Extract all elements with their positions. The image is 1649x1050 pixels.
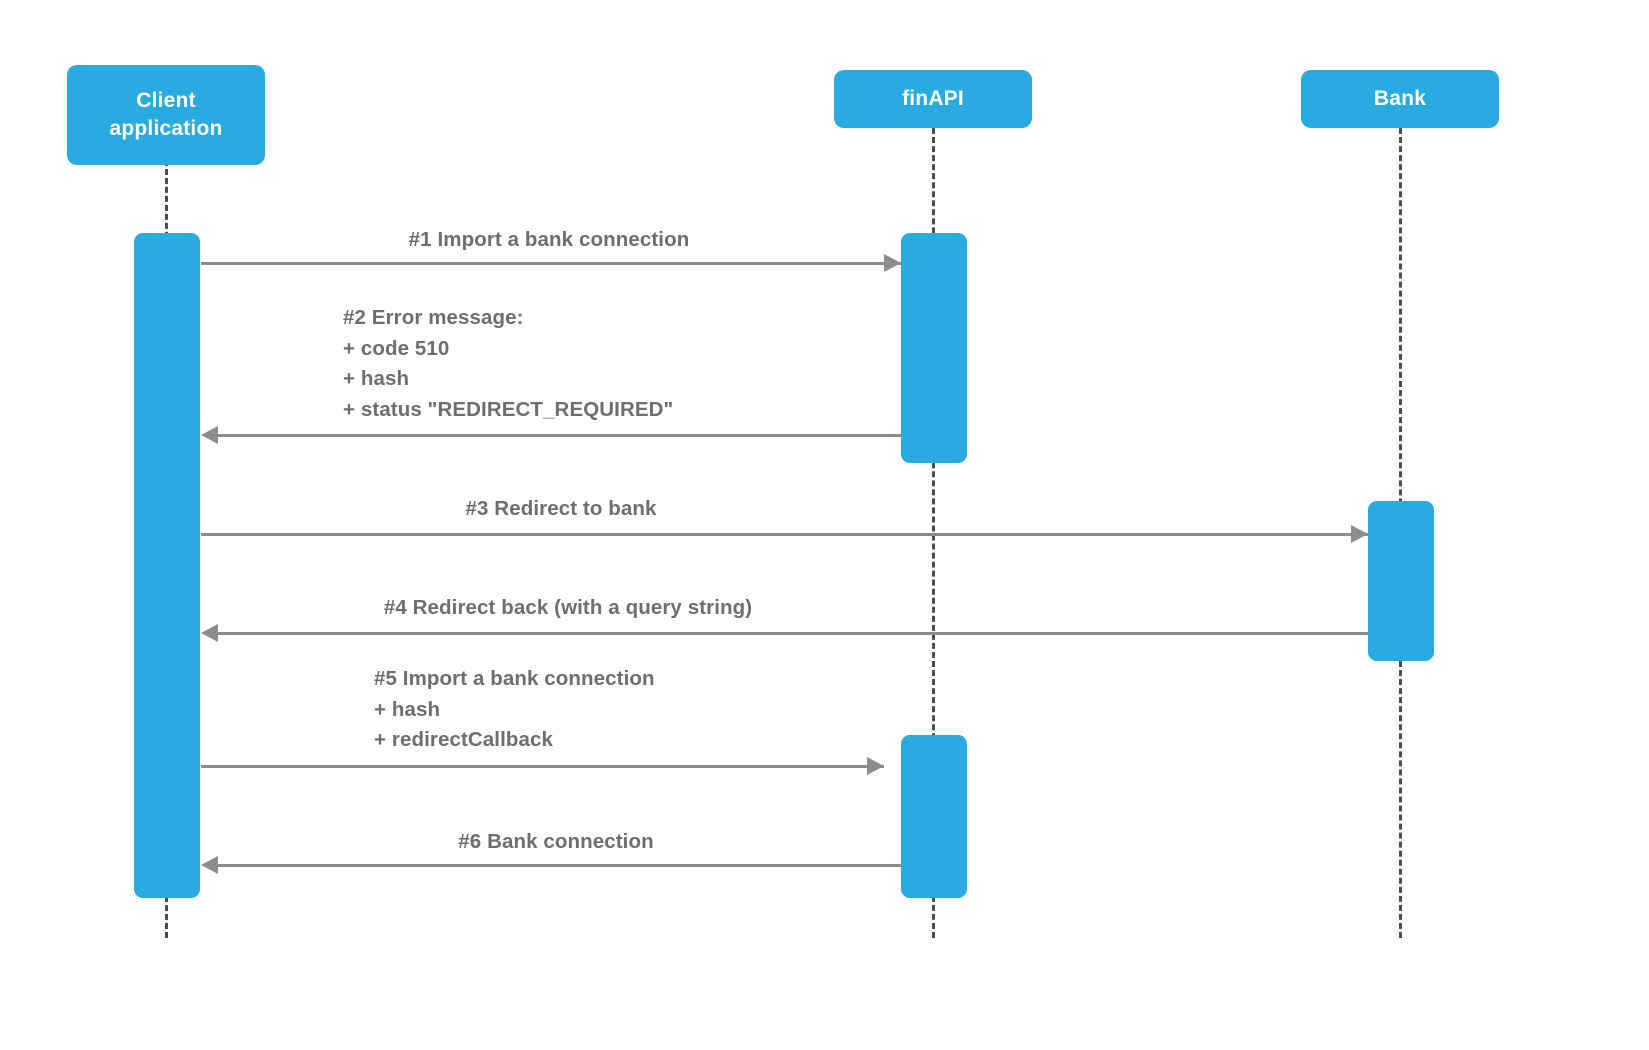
message-1-label: #1 Import a bank connection bbox=[408, 228, 690, 251]
message-3-arrowhead bbox=[1351, 525, 1368, 543]
message-5-label: #5 Import a bank connection + hash + red… bbox=[374, 667, 655, 751]
message-6-line bbox=[218, 864, 901, 867]
message-1-line bbox=[201, 262, 901, 265]
message-3-line bbox=[201, 533, 1368, 536]
message-3-label: #3 Redirect to bank bbox=[465, 497, 657, 520]
activation-bar-finapi-1 bbox=[901, 233, 967, 463]
message-1-arrowhead bbox=[884, 254, 901, 272]
message-6-label: #6 Bank connection bbox=[458, 830, 654, 853]
message-2-label: #2 Error message: + code 510 + hash + st… bbox=[343, 306, 674, 421]
activation-bar-finapi-2 bbox=[901, 735, 967, 898]
activation-bar-client bbox=[134, 233, 200, 898]
actor-finapi[interactable]: finAPI bbox=[834, 70, 1032, 128]
message-2-arrowhead bbox=[201, 426, 218, 444]
message-2-line bbox=[218, 434, 901, 437]
actor-bank[interactable]: Bank bbox=[1301, 70, 1499, 128]
message-4-arrowhead bbox=[201, 624, 218, 642]
message-5-line bbox=[201, 765, 884, 768]
activation-bar-bank bbox=[1368, 501, 1434, 661]
actor-bank-label: Bank bbox=[1373, 86, 1427, 110]
actor-finapi-label: finAPI bbox=[902, 86, 964, 110]
message-4-label: #4 Redirect back (with a query string) bbox=[383, 596, 753, 619]
actor-client-application-label: Client application bbox=[109, 88, 223, 140]
actor-client-application[interactable]: Client application bbox=[67, 65, 265, 165]
message-4-line bbox=[218, 632, 1368, 635]
message-6-arrowhead bbox=[201, 856, 218, 874]
message-5-arrowhead bbox=[867, 757, 884, 775]
